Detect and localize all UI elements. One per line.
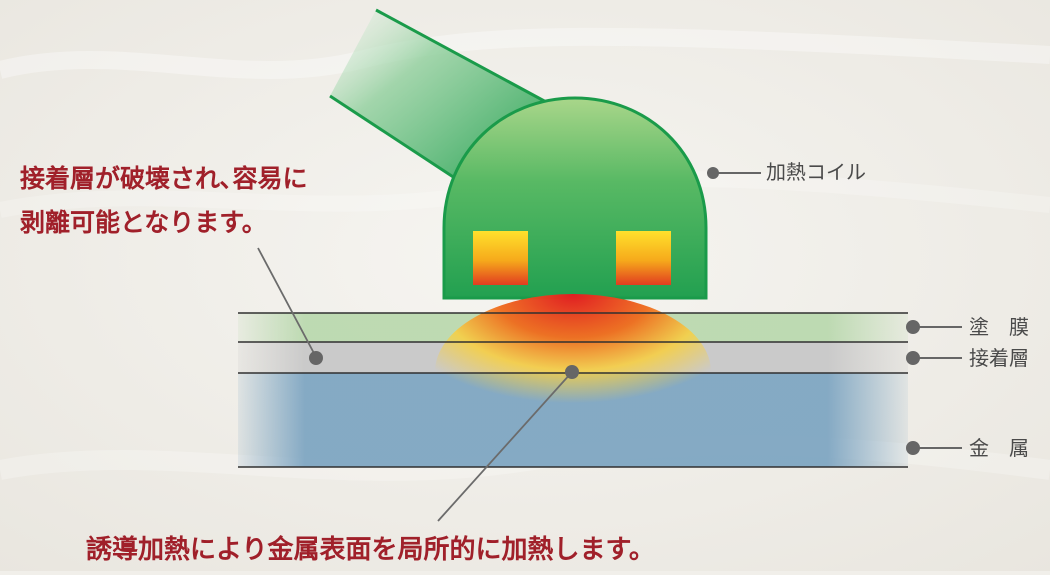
- coil-arm-edge: [375, 8, 549, 105]
- coil-winding-right: [616, 231, 671, 285]
- callout-line-top: [257, 247, 317, 358]
- coating-label: 塗 膜: [969, 315, 1029, 339]
- caption-line-2: 剥離可能となります。: [20, 208, 267, 237]
- coil-arm-edge: [329, 94, 471, 190]
- coil-winding-left: [473, 231, 528, 285]
- callout-dot-adhesive: [309, 351, 323, 365]
- callout-dot-heat: [565, 365, 579, 379]
- adhesive-break-caption: 接着層が破壊され､容易に 剥離可能となります。: [20, 157, 308, 245]
- callout-line-bottom: [437, 371, 573, 522]
- heating-coil-label: 加熱コイル: [766, 160, 866, 184]
- induction-heating-caption: 誘導加熱により金属表面を局所的に加熱します。: [86, 535, 655, 565]
- metal-label: 金 属: [969, 436, 1029, 460]
- caption-line-1: 接着層が破壊され､容易に: [20, 164, 308, 193]
- adhesive-layer-label: 接着層: [969, 346, 1029, 370]
